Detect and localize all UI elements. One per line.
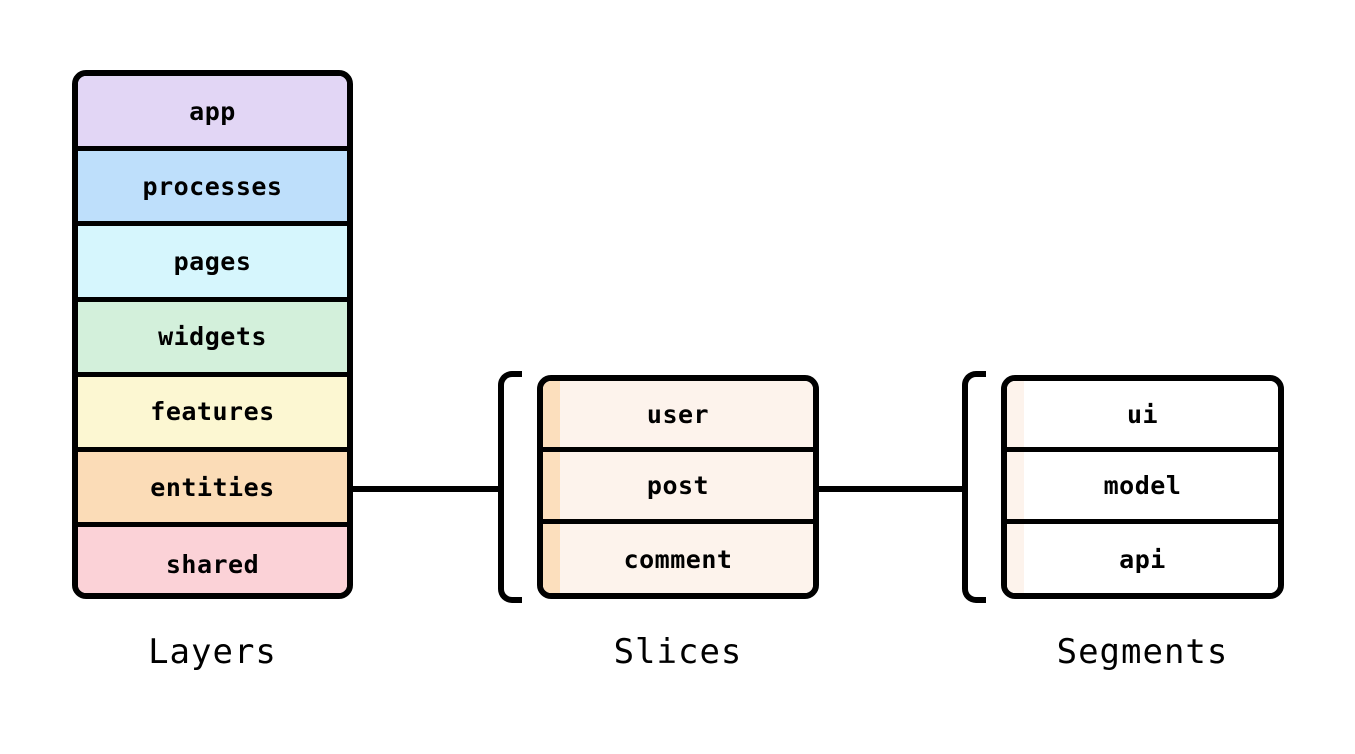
slices-row-user[interactable]: user: [543, 381, 813, 453]
layers-row-label: entities: [150, 472, 275, 502]
layers-row-pages[interactable]: pages: [78, 226, 347, 302]
slices-row-accent-stripe: [543, 452, 560, 519]
slices-row-label: user: [646, 399, 710, 429]
segments-row-accent-stripe: [1007, 523, 1024, 593]
layers-row-entities[interactable]: entities: [78, 451, 347, 528]
slices-row-post[interactable]: post: [543, 452, 813, 524]
layers-row-app[interactable]: app: [78, 76, 347, 152]
layers-row-label: features: [150, 397, 275, 427]
slices-row-label: comment: [623, 544, 733, 574]
layers-row-label: shared: [165, 550, 260, 580]
slices-row-accent-stripe: [543, 523, 560, 593]
slices-row-accent-stripe: [543, 381, 560, 448]
slices-column: user post comment: [537, 375, 819, 599]
segments-row-accent-stripe: [1007, 452, 1024, 519]
segments-row-ui[interactable]: ui: [1007, 381, 1278, 453]
segments-row-label: api: [1119, 544, 1166, 574]
segments-row-model[interactable]: model: [1007, 452, 1278, 524]
segments-row-label: model: [1103, 470, 1182, 500]
segments-column: ui model api: [1001, 375, 1284, 599]
bracket-slices: [498, 371, 522, 603]
slices-row-label: post: [646, 470, 710, 500]
layers-row-processes[interactable]: processes: [78, 151, 347, 227]
layers-row-widgets[interactable]: widgets: [78, 301, 347, 377]
segments-row-accent-stripe: [1007, 381, 1024, 448]
layers-row-label: app: [189, 96, 236, 126]
connector-slices-to-segments: [818, 486, 968, 492]
caption-layers: Layers: [148, 632, 277, 672]
layers-row-label: widgets: [158, 322, 267, 352]
caption-slices: Slices: [613, 632, 743, 672]
segments-row-api[interactable]: api: [1007, 523, 1278, 593]
slices-row-comment[interactable]: comment: [543, 523, 813, 593]
connector-layers-to-slices: [352, 486, 504, 492]
layers-row-label: pages: [173, 246, 252, 276]
layers-row-label: processes: [142, 171, 283, 201]
segments-row-label: ui: [1126, 399, 1159, 429]
caption-segments: Segments: [1056, 632, 1229, 672]
layers-column: app processes pages widgets features entities…: [72, 70, 353, 599]
layers-row-features[interactable]: features: [78, 376, 347, 452]
layers-row-shared[interactable]: shared: [78, 527, 347, 593]
bracket-segments: [962, 371, 986, 603]
